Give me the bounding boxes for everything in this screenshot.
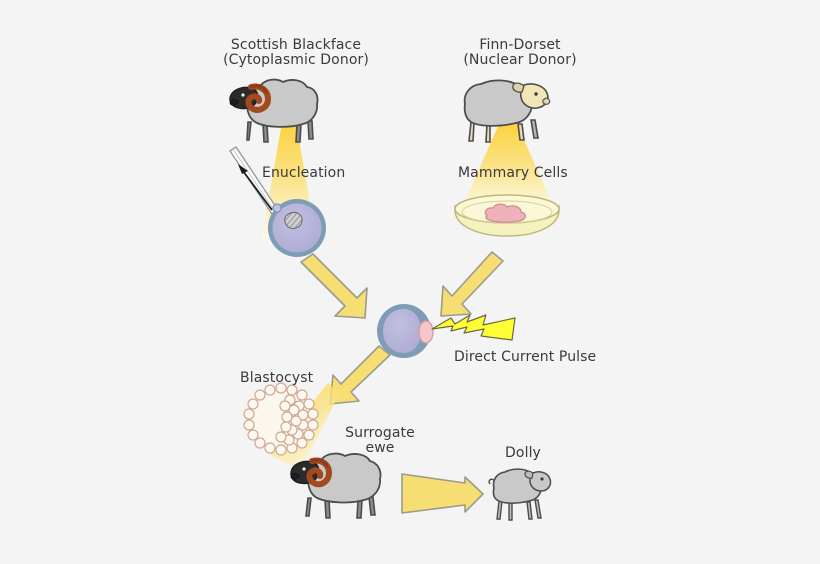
block-arrow-icon-egg-to-fusion: [300, 253, 368, 319]
finn-dorset-sheep: [463, 79, 551, 143]
label-blastocyst: Blastocyst: [240, 370, 314, 386]
dolly-lamb: [488, 468, 552, 521]
label-surrogate-ewe: Surrogate ewe: [345, 425, 415, 456]
label-enucleation: Enucleation: [262, 165, 346, 181]
scottish-blackface-sheep: [229, 78, 319, 143]
light-beam-icon-finndorset: [460, 122, 556, 212]
pipette-icon: [229, 146, 283, 221]
label-direct-current-pulse: Direct Current Pulse: [454, 349, 597, 365]
label-scottish-blackface: Scottish Blackface (Cytoplasmic Donor): [223, 37, 369, 68]
egg-cell-icon: [268, 199, 326, 257]
petri-dish-icon: [454, 194, 560, 237]
block-arrow-icon-fusion-to-blastocyst: [329, 345, 391, 405]
label-dolly: Dolly: [505, 445, 541, 461]
surrogate-ewe-sheep: [290, 452, 382, 519]
fused-cell-icon: [377, 304, 434, 358]
label-finn-dorset: Finn-Dorset (Nuclear Donor): [463, 37, 577, 68]
blastocyst-icon: [243, 382, 319, 456]
label-mammary-cells: Mammary Cells: [458, 165, 568, 181]
block-arrow-icon-dish-to-fusion: [440, 251, 504, 317]
block-arrow-icon-surrogate-to-dolly: [401, 473, 484, 514]
lightning-bolt-icon: [431, 314, 516, 341]
